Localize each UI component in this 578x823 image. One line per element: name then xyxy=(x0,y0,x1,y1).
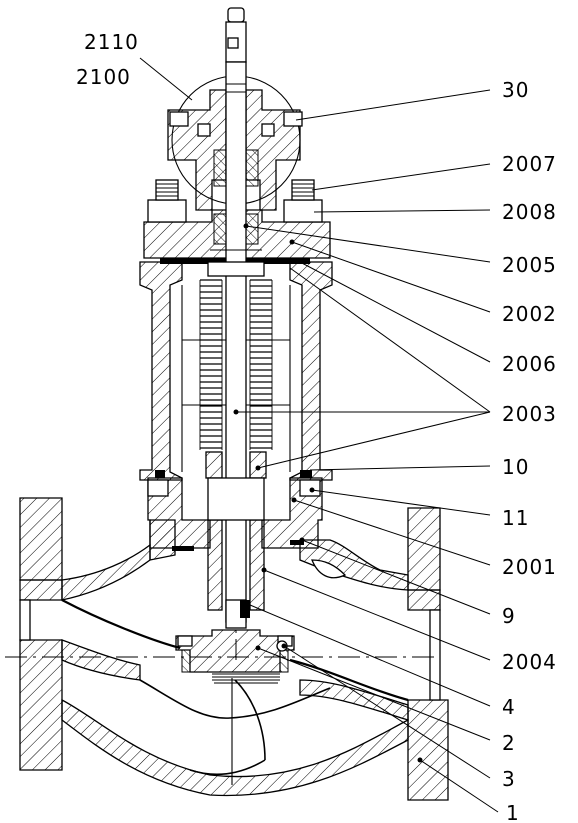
leader-lines xyxy=(139,57,499,813)
callout-2005: 2005 xyxy=(502,253,557,277)
callout-2003: 2003 xyxy=(502,402,557,426)
callout-2100: 2100 xyxy=(76,65,131,89)
stud-left-threads xyxy=(155,179,179,201)
callout-2002: 2002 xyxy=(502,302,557,326)
callout-2004: 2004 xyxy=(502,650,557,674)
top-packing-assembly xyxy=(167,75,303,245)
callout-11: 11 xyxy=(502,506,529,530)
callout-4: 4 xyxy=(502,695,516,719)
callout-2008: 2008 xyxy=(502,200,557,224)
callout-10: 10 xyxy=(502,455,529,479)
seat-ring-threads xyxy=(212,673,280,684)
callout-9: 9 xyxy=(502,604,516,628)
valve-plug xyxy=(175,629,295,684)
callout-2007: 2007 xyxy=(502,152,557,176)
callout-2: 2 xyxy=(502,731,516,755)
callout-labels: 2110 2100 30 2007 2008 2005 2002 2006 20… xyxy=(76,30,557,823)
callout-30: 30 xyxy=(502,78,529,102)
bellows-end-fittings xyxy=(205,261,267,521)
bellows xyxy=(199,279,273,450)
leader-dots xyxy=(233,223,423,763)
callout-2001: 2001 xyxy=(502,555,557,579)
callout-2110: 2110 xyxy=(84,30,139,54)
stud-right-threads xyxy=(291,179,315,201)
lower-bonnet-flange xyxy=(147,470,323,551)
callout-2006: 2006 xyxy=(502,352,557,376)
callout-3: 3 xyxy=(502,767,516,791)
callout-1: 1 xyxy=(506,801,520,823)
